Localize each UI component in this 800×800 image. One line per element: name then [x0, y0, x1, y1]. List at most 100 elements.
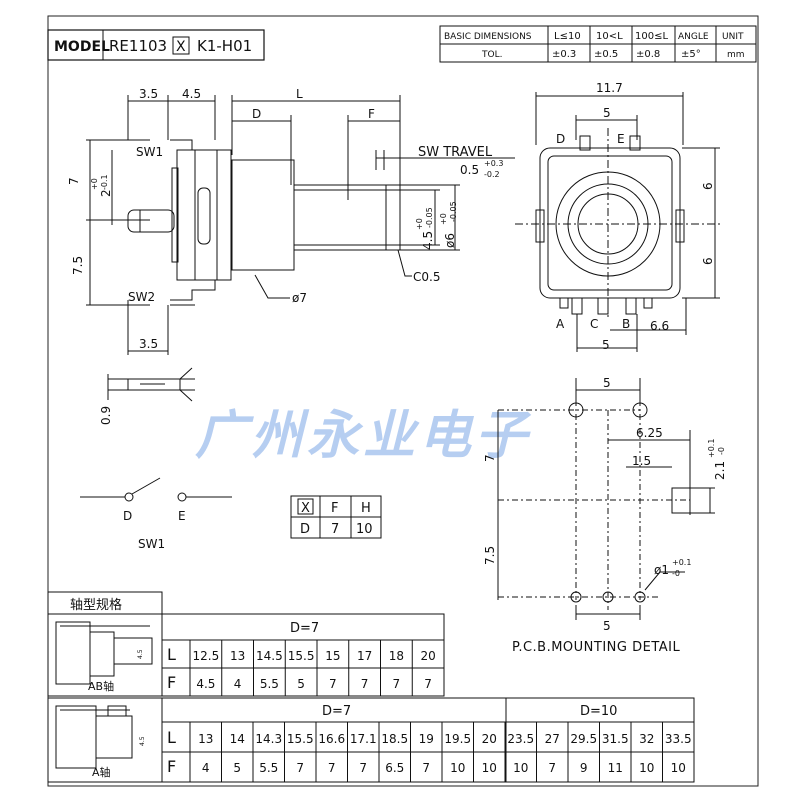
sw-travel-label: SW TRAVEL [418, 145, 493, 160]
pin-label-e: E [617, 132, 625, 146]
table2-cell: 14 [230, 732, 245, 746]
table2-cell: 23.5 [507, 732, 534, 746]
table2-header-right: D=10 [580, 704, 617, 719]
model-header: MODEL RE1103 X K1-H01 [47, 29, 265, 61]
dim-L: L [296, 87, 303, 101]
pin-label-b: B [622, 317, 630, 331]
dim-5-front-top: 5 [603, 106, 611, 120]
tol-basic-dims: BASIC DIMENSIONS [444, 32, 532, 42]
table2-cell: 5 [233, 761, 241, 775]
model-label: MODEL [54, 39, 110, 55]
table2-cell: 19.5 [444, 732, 471, 746]
table2-cell: 14.3 [255, 732, 282, 746]
table2-cell: 19 [419, 732, 434, 746]
table1-cell: 13 [230, 649, 245, 663]
table2-cell: 6.5 [385, 761, 404, 775]
dim-c0-5: C0.5 [413, 270, 440, 284]
table2-cell: 7 [296, 761, 304, 775]
table1-cell: 15.5 [288, 649, 315, 663]
pcb-dim-7: 7 [483, 454, 497, 462]
tol-col1: L≤10 [554, 31, 581, 42]
table1-cell: 5.5 [260, 677, 279, 691]
switch-table-row-1: 7 [331, 522, 339, 537]
pcb-title: P.C.B.MOUNTING DETAIL [512, 640, 680, 655]
switch-table-row-0: D [300, 522, 310, 537]
sw-travel-tol-up: +0.3 [484, 159, 503, 168]
table2-cell: 4 [202, 761, 210, 775]
thumb1-tag-45: 4.5 [137, 649, 144, 659]
table1-cell: 7 [329, 677, 337, 691]
model-box-letter: X [176, 39, 186, 55]
pcb-detail [497, 378, 715, 620]
label-sw1: SW1 [136, 145, 163, 159]
table1-cell: 4.5 [196, 677, 215, 691]
tol-col2: 10<L [596, 31, 623, 42]
pcb-dim-1-5: 1.5 [632, 454, 651, 468]
switch-labels: D E SW1 [123, 509, 186, 551]
table2-cell: 15.5 [287, 732, 314, 746]
dim-6-front-top: 6 [701, 182, 715, 190]
table1-cell: 14.5 [256, 649, 283, 663]
dim-4-5-shaft-tol-dn: -0.05 [425, 207, 434, 228]
dim-4-5-top: 4.5 [182, 87, 201, 101]
switch-label-d: D [123, 509, 132, 523]
table2-cell: 17.1 [350, 732, 377, 746]
side-view-labels: 3.5 4.5 L D F SW1 SW2 SW TRAVEL 0.5 +0.3… [67, 87, 503, 425]
dim-6-shaft-tol-up: +0 [439, 213, 448, 225]
table1-cell: 5 [297, 677, 305, 691]
table2-cell: 27 [545, 732, 560, 746]
table2-cell: 11 [608, 761, 623, 775]
dim-7-left: 7 [67, 177, 81, 185]
dim-2-left: 2 [99, 189, 113, 197]
table2-cell: 7 [548, 761, 556, 775]
table2-cell: 9 [580, 761, 588, 775]
pin-label-d: D [556, 132, 565, 146]
dim-5-front-bottom: 5 [602, 338, 610, 352]
watermark: 广州永业电子 [195, 406, 532, 466]
switch-table-head-0: X [301, 501, 310, 516]
shaft-table-text: 轴型规格 AB轴 D=7 A轴 D=7 D=10 L 12.5 13 14.5 15.5… [70, 597, 692, 782]
tables-caption: 轴型规格 [70, 597, 122, 613]
dim-6-6: 6.6 [650, 319, 669, 333]
tol-col3: 100≤L [635, 31, 668, 42]
pin-label-c: C [590, 317, 598, 331]
tol-val3: ±0.8 [636, 49, 660, 60]
pcb-labels: 5 6.25 1.5 2.1 +0.1 -0 7 7.5 ø1 +0.1 -0 … [483, 376, 727, 655]
switch-symbol [80, 477, 232, 502]
table2-header-left: D=7 [322, 704, 351, 719]
table1-header: D=7 [290, 621, 319, 636]
sw-travel-tol-dn: -0.2 [484, 170, 500, 179]
tol-val4: ±5° [681, 49, 701, 60]
sheet-frame [47, 15, 759, 787]
pcb-dim-5-top: 5 [603, 376, 611, 390]
pcb-dim-2-1-tol-dn: -0 [717, 447, 726, 455]
table2-cell: 7 [422, 761, 430, 775]
table2-cell: 18.5 [381, 732, 408, 746]
table2-cell: 29.5 [570, 732, 597, 746]
dim-6-front-bottom: 6 [701, 257, 715, 265]
pcb-dim-5-bottom: 5 [603, 619, 611, 633]
dim-0-9: 0.9 [99, 406, 113, 425]
dim-6-shaft-tol-dn: -0.05 [449, 201, 458, 222]
table2-thumb-label: A轴 [92, 765, 111, 779]
table1-cell: 12.5 [193, 649, 220, 663]
switch-table-head-2: H [361, 501, 371, 516]
table1-thumb-label: AB轴 [88, 679, 114, 693]
table1-cell: 7 [424, 677, 432, 691]
table2-cell: 10 [450, 761, 465, 775]
pcb-dim-dia-1-tol-up: +0.1 [672, 558, 691, 567]
table2-cell: 20 [482, 732, 497, 746]
tol-val1: ±0.3 [552, 49, 576, 60]
tol-col5: UNIT [722, 32, 744, 42]
table2-cell: 32 [639, 732, 654, 746]
pcb-dim-7-5: 7.5 [483, 546, 497, 565]
pcb-dim-6-25: 6.25 [636, 426, 663, 440]
pcb-dim-2-1-tol-up: +0.1 [707, 439, 716, 458]
table2-row-label: L [167, 728, 176, 747]
table2-cell: 5.5 [259, 761, 278, 775]
pcb-dim-2-1: 2.1 [713, 461, 727, 480]
table2-cell: 7 [359, 761, 367, 775]
thumb2-tag-45: 4.5 [139, 736, 146, 746]
